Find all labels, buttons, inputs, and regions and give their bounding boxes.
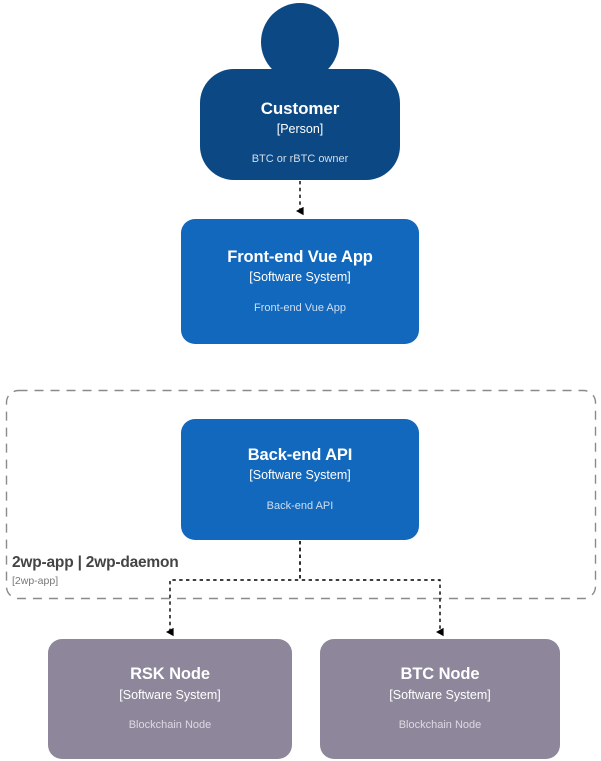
element-btc-node-type: [Software System] xyxy=(389,687,491,702)
element-customer-description: BTC or rBTC owner xyxy=(251,152,349,165)
element-btc-node[interactable]: BTC Node [Software System] Blockchain No… xyxy=(320,639,560,759)
element-customer-title: Customer xyxy=(260,99,340,119)
element-backend-type: [Software System] xyxy=(249,468,351,483)
boundary-subtitle: [2wp-app] xyxy=(12,574,59,587)
element-backend-api[interactable]: Back-end API [Software System] Back-end … xyxy=(181,419,419,540)
element-rsk-node-title: RSK Node xyxy=(130,665,210,684)
element-backend-title: Back-end API xyxy=(247,445,353,464)
element-rsk-node-type: [Software System] xyxy=(119,687,221,702)
boundary-label: 2wp-app | 2wp-daemon [2wp-app] xyxy=(12,554,179,588)
boundary-2wp-app xyxy=(5,389,597,600)
element-customer-type: [Person] xyxy=(276,122,324,137)
element-btc-node-description: Blockchain Node xyxy=(398,719,482,732)
element-frontend-vue-app[interactable]: Front-end Vue App [Software System] Fron… xyxy=(181,219,419,344)
person-head-icon xyxy=(261,3,339,81)
relationship-backend-to-btc-node xyxy=(299,541,444,637)
element-rsk-node[interactable]: RSK Node [Software System] Blockchain No… xyxy=(48,639,292,759)
element-frontend-type: [Software System] xyxy=(249,270,351,285)
relationship-backend-to-rsk-node xyxy=(166,541,301,637)
element-frontend-description: Front-end Vue App xyxy=(254,301,346,314)
element-btc-node-title: BTC Node xyxy=(400,665,480,684)
element-customer[interactable]: Customer [Person] BTC or rBTC owner xyxy=(200,69,400,180)
boundary-title: 2wp-app | 2wp-daemon xyxy=(12,554,179,571)
element-rsk-node-description: Blockchain Node xyxy=(128,719,212,732)
element-frontend-title: Front-end Vue App xyxy=(227,247,373,266)
element-backend-description: Back-end API xyxy=(266,499,334,512)
